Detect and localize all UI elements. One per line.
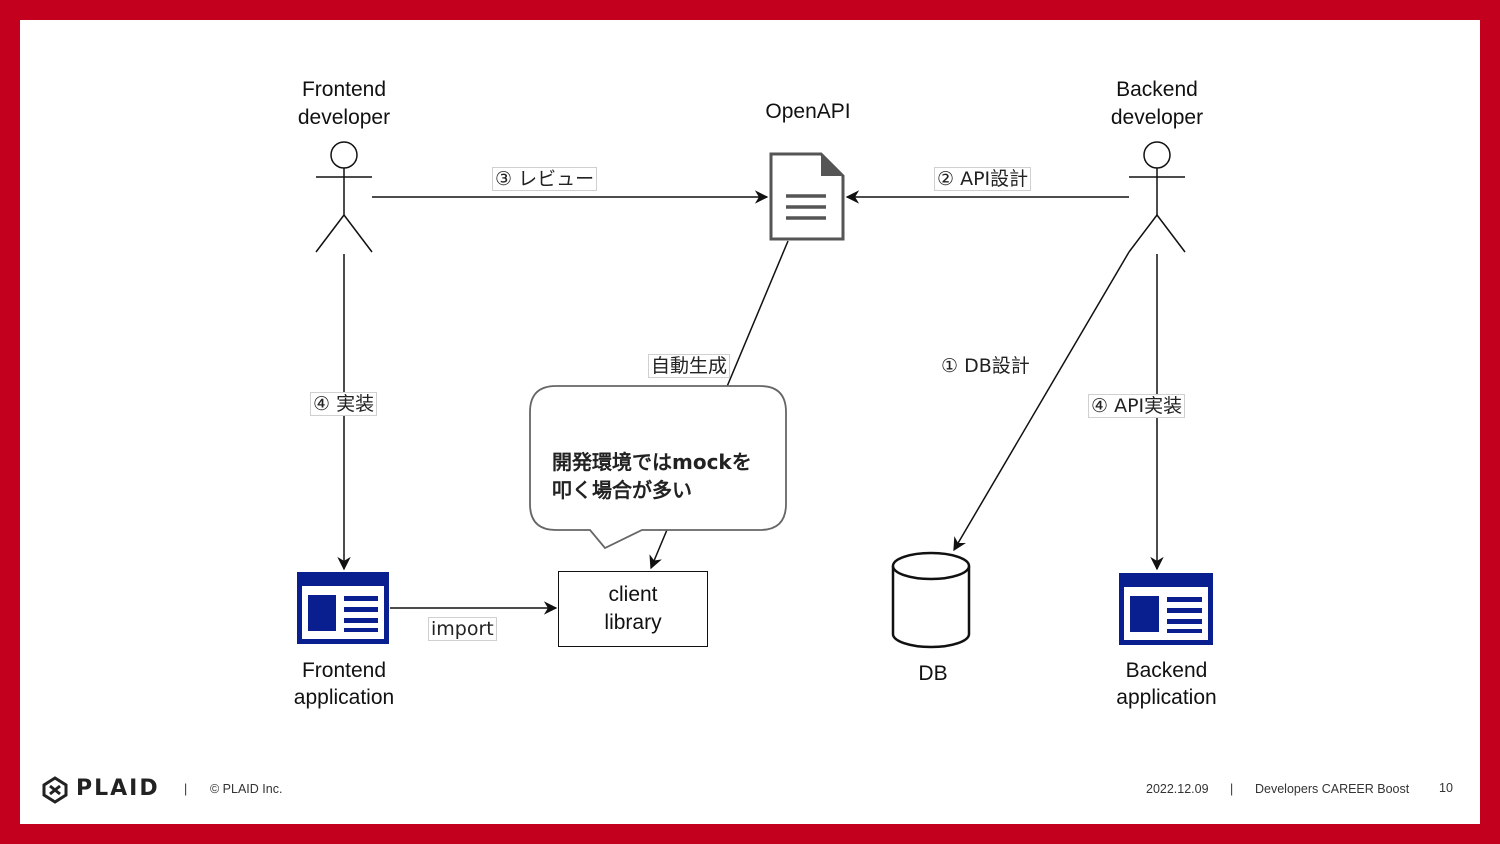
import-edge-label: import	[428, 617, 497, 641]
db-design-edge	[953, 251, 1130, 552]
client-library-box: client library	[558, 571, 708, 647]
slide: Frontend developer Backend developer Ope…	[20, 20, 1480, 824]
event-name: Developers CAREER Boost	[1255, 782, 1410, 796]
brand-name: PLAID	[76, 776, 160, 801]
openapi-document-icon	[769, 152, 845, 241]
date-text: 2022.12.09	[1146, 782, 1209, 796]
api-implement-edge-label: ④ API実装	[1088, 394, 1186, 418]
database-icon	[891, 551, 971, 649]
backend-application-label: Backend application	[1116, 659, 1217, 709]
plaid-logo-icon	[42, 776, 68, 804]
page-number: 10	[1439, 781, 1453, 795]
footer: PLAID | © PLAID Inc. 2022.12.09 | Develo…	[20, 764, 1480, 824]
callout-bubble	[529, 385, 787, 550]
frontend-developer-icon	[315, 141, 373, 253]
db-design-edge-label: ① DB設計	[941, 355, 1030, 377]
db-label: DB	[918, 662, 948, 685]
callout-text: 開発環境ではmockを 叩く場合が多い	[552, 450, 752, 502]
implement-edge-label: ④ 実装	[310, 392, 378, 416]
backend-application-icon	[1119, 573, 1213, 645]
auto-generate-edge-label: 自動生成	[648, 354, 731, 378]
footer-separator-left: |	[184, 782, 188, 796]
client-library-label: client library	[604, 583, 662, 634]
backend-developer-icon	[1128, 141, 1186, 253]
footer-separator-right: |	[1230, 782, 1234, 796]
review-edge-label: ③ レビュー	[492, 167, 598, 191]
diagram-canvas	[297, 141, 1213, 649]
frontend-application-label: Frontend application	[293, 659, 395, 709]
frontend-developer-label: Frontend developer	[297, 78, 391, 129]
backend-developer-label: Backend developer	[1110, 78, 1204, 129]
frontend-application-icon	[297, 572, 389, 644]
api-design-edge-label: ② API設計	[934, 167, 1032, 191]
openapi-label: OpenAPI	[765, 100, 851, 123]
copyright-text: © PLAID Inc.	[210, 782, 283, 796]
